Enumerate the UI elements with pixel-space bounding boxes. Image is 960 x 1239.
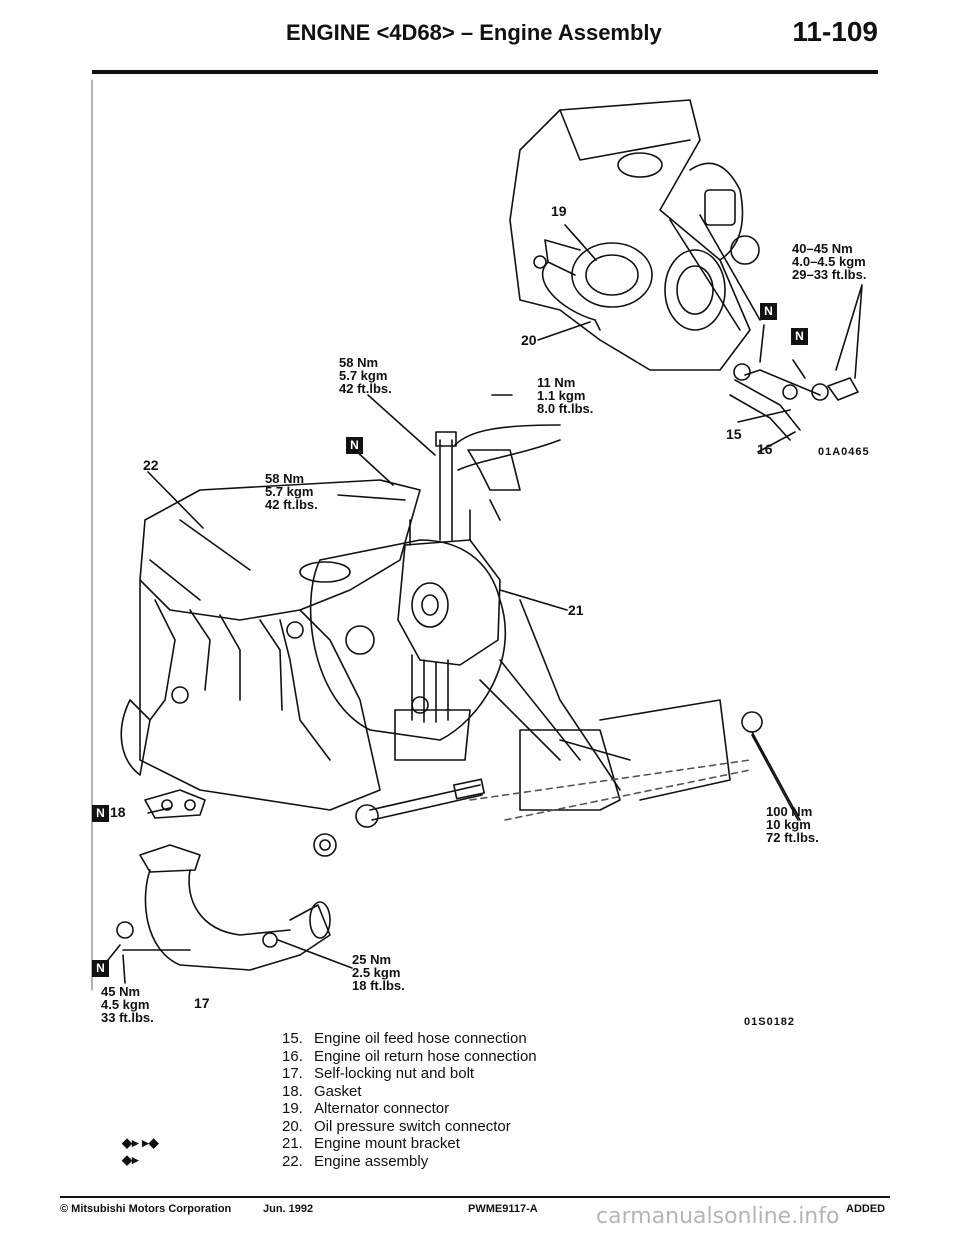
torque-exhaust-nut: 45 Nm 4.5 kgm 33 ft.lbs.	[101, 984, 154, 1025]
list-item: 16.Engine oil return hose connection	[282, 1047, 537, 1065]
page-title: ENGINE <4D68> – Engine Assembly	[286, 20, 662, 45]
list-item: 18.Gasket	[282, 1082, 362, 1100]
new-part-badge: N	[92, 805, 109, 822]
torque-mount-upper: 58 Nm 5.7 kgm 42 ft.lbs.	[339, 355, 392, 396]
exhaust-pipe	[116, 789, 331, 971]
figure-code-upper: 01A0465	[818, 446, 870, 458]
watermark: carmanualsonline.info	[596, 1204, 840, 1229]
main-engine-block	[120, 479, 506, 811]
new-part-badge: N	[346, 437, 363, 454]
callout-16: 16	[757, 441, 773, 457]
list-item: 15.Engine oil feed hose connection	[282, 1030, 527, 1047]
figure-code-lower: 01S0182	[744, 1016, 796, 1028]
torque-oil-hose: 40–45 Nm 4.0–4.5 kgm 29–33 ft.lbs.	[792, 241, 867, 282]
footer-copyright: © Mitsubishi Motors Corporation	[60, 1203, 232, 1215]
list-item: 17.Self-locking nut and bolt	[282, 1065, 475, 1082]
footer-rule	[60, 1196, 890, 1198]
upper-inset-engine	[509, 99, 859, 441]
parts-list: 15.Engine oil feed hose connection 16.En…	[282, 1030, 537, 1170]
torque-through-bolt: 100 Nm 10 kgm 72 ft.lbs.	[766, 804, 819, 845]
page-number: 11-109	[792, 16, 878, 47]
callout-18: 18	[110, 804, 126, 820]
footer-doc-id: PWME9117-A	[468, 1203, 538, 1215]
list-item: 20.Oil pressure switch connector	[282, 1117, 511, 1135]
new-part-badge: N	[791, 328, 808, 345]
callout-15: 15	[726, 426, 742, 442]
callout-22: 22	[143, 457, 159, 473]
footer-date: Jun. 1992	[263, 1203, 314, 1215]
service-marks-row21: ◆▸ ▸◆	[122, 1135, 159, 1150]
through-bolt-assembly	[313, 599, 801, 857]
list-item: 19.Alternator connector	[282, 1100, 450, 1117]
callout-19: 19	[551, 203, 567, 219]
engine-mount-bracket	[394, 424, 561, 761]
callout-20: 20	[521, 332, 537, 348]
list-item: 21.Engine mount bracket	[282, 1135, 460, 1152]
new-part-badge: N	[760, 303, 777, 320]
service-marks-row22: ◆▸	[122, 1152, 139, 1167]
callout-17: 17	[194, 995, 210, 1011]
torque-bracket-bolt: 11 Nm 1.1 kgm 8.0 ft.lbs.	[537, 375, 594, 416]
new-part-badge: N	[92, 960, 109, 977]
callout-21: 21	[568, 602, 584, 618]
list-item: 22.Engine assembly	[282, 1152, 429, 1170]
header-rule	[92, 70, 878, 74]
torque-exhaust-bolt: 25 Nm 2.5 kgm 18 ft.lbs.	[352, 952, 405, 993]
footer-status: ADDED	[846, 1203, 886, 1215]
torque-mount-mid: 58 Nm 5.7 kgm 42 ft.lbs.	[265, 471, 318, 512]
